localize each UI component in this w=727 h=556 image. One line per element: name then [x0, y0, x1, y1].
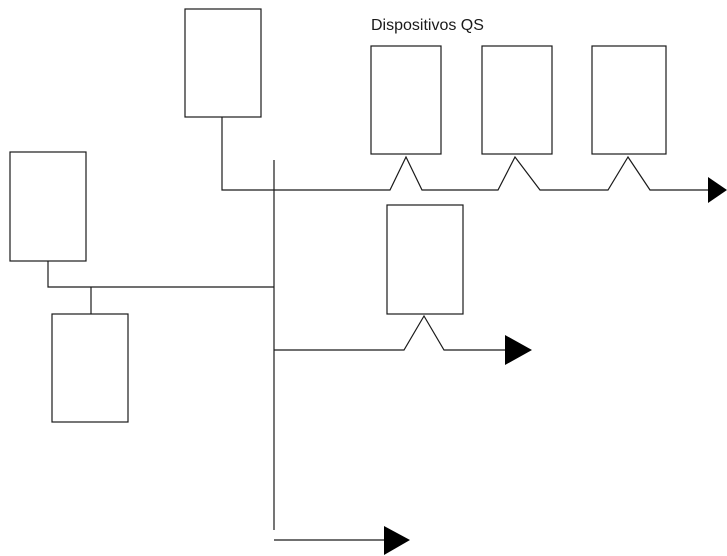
- top-device-feed: [221, 117, 274, 191]
- arrow-right-icon: [708, 177, 727, 203]
- left-device-feed: [47, 261, 274, 288]
- qs-devices-label: Dispositivos QS: [371, 17, 484, 34]
- device-lower-left: [51, 313, 129, 423]
- qs-daisy-chain-line: [274, 155, 708, 191]
- device-middle: [386, 204, 464, 315]
- qs-device-3: [591, 45, 667, 155]
- arrow-right-icon: [505, 335, 532, 365]
- qs-device-2: [481, 45, 553, 155]
- device-left: [9, 151, 87, 262]
- device-top: [184, 8, 262, 118]
- qs-device-1: [370, 45, 442, 155]
- arrow-right-icon: [384, 526, 410, 555]
- middle-branch-line: [274, 314, 506, 351]
